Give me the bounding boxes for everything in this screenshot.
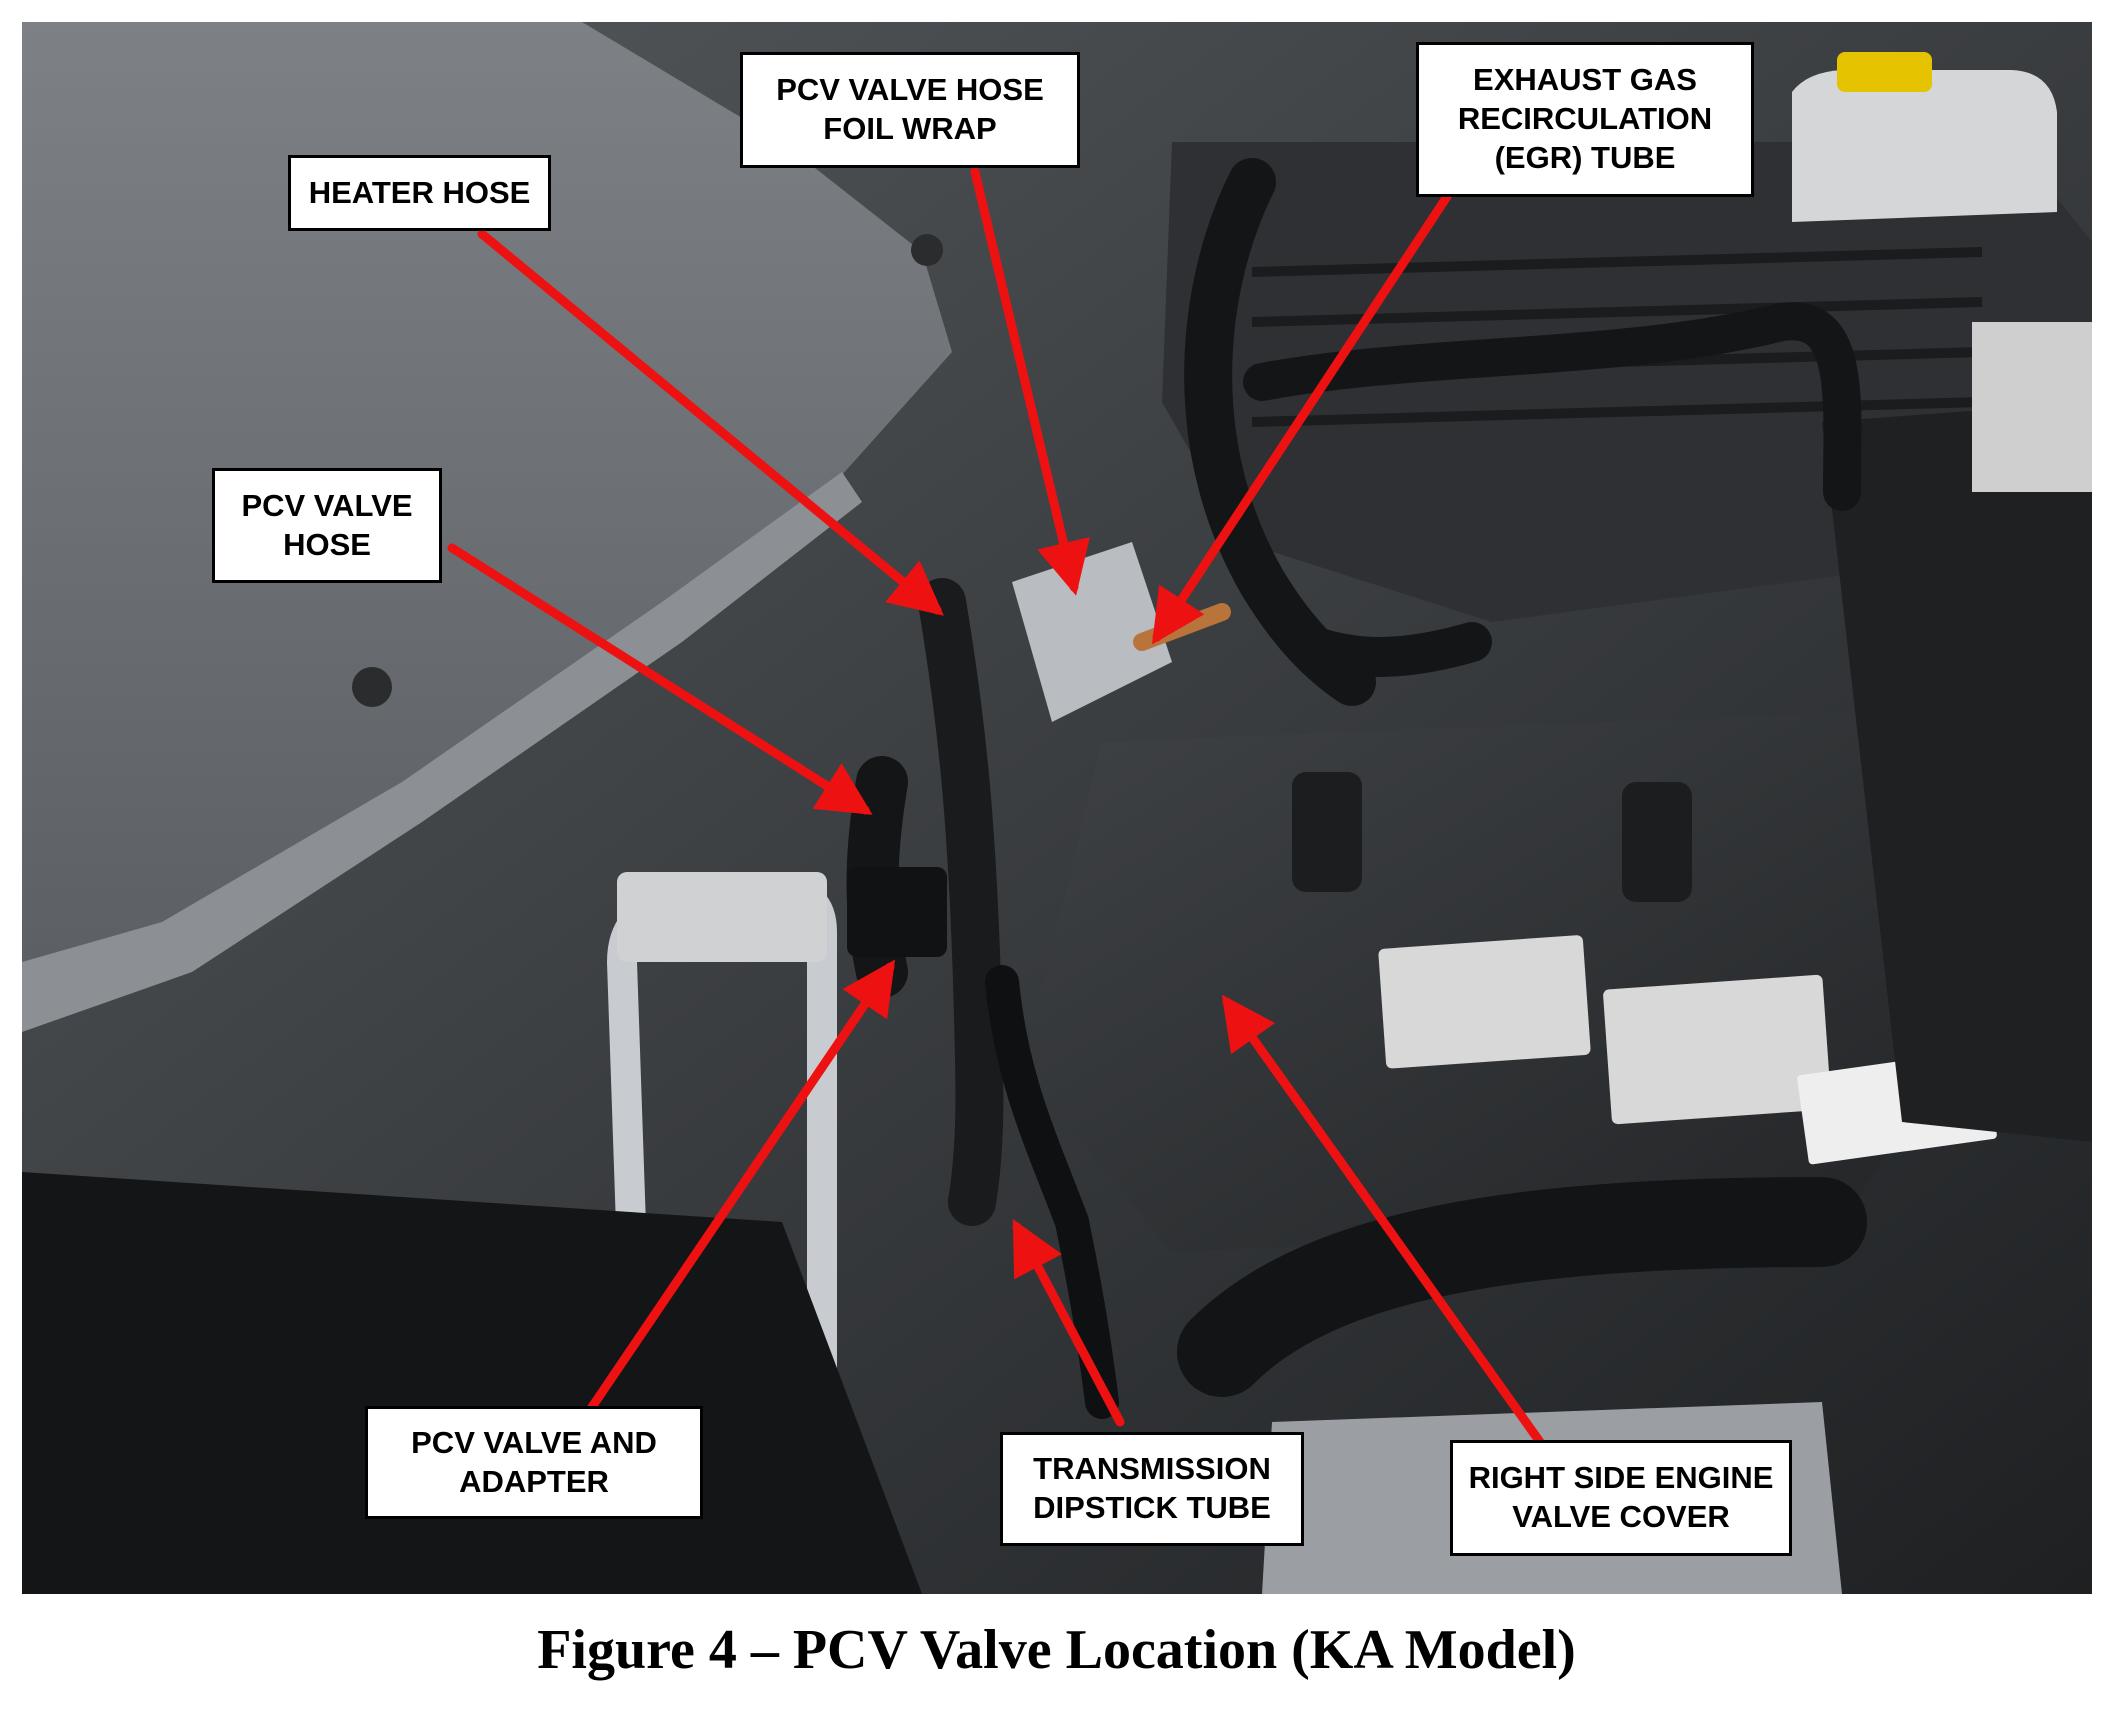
- arrow-pcv-valve-hose-foil-wrap: [970, 167, 1090, 596]
- label-heater-hose: HEATER HOSE: [288, 155, 551, 231]
- pcv-valve-adapter-shape: [847, 867, 947, 957]
- label-pcv-valve-hose-foil-wrap: PCV VALVE HOSE FOIL WRAP: [740, 52, 1080, 168]
- label-text: RIGHT SIDE ENGINE VALVE COVER: [1468, 1460, 1774, 1534]
- lower-shadow: [22, 1172, 922, 1594]
- label-pcv-valve-and-adapter: PCV VALVE AND ADAPTER: [365, 1406, 703, 1519]
- label-text: EXHAUST GAS RECIRCULATION (EGR) TUBE: [1457, 62, 1713, 175]
- valve-cover-label-sticker: [1603, 974, 1832, 1125]
- label-pcv-valve-hose: PCV VALVE HOSE: [212, 468, 442, 583]
- bolt: [911, 234, 943, 266]
- label-egr-tube: EXHAUST GAS RECIRCULATION (EGR) TUBE: [1416, 42, 1754, 197]
- valve-cover-label-sticker: [1378, 935, 1591, 1069]
- figure-caption: Figure 4 – PCV Valve Location (KA Model): [537, 1619, 1576, 1681]
- engine-bay-illustration: [22, 22, 2092, 1594]
- fender-cowl-panel: [22, 22, 952, 1022]
- arrow-pcv-valve-hose: [447, 543, 873, 815]
- arrow-heater-hose: [477, 229, 944, 616]
- label-transmission-dipstick-tube: TRANSMISSION DIPSTICK TUBE: [1000, 1432, 1304, 1546]
- throttle-body-bracket: [1972, 322, 2092, 492]
- bolt: [352, 667, 392, 707]
- arrow-egr-tube: [1152, 187, 1455, 645]
- label-right-side-engine-valve-cover: RIGHT SIDE ENGINE VALVE COVER: [1450, 1440, 1792, 1556]
- breather-hose: [1243, 302, 1862, 511]
- ignition-coil: [1292, 772, 1362, 892]
- label-text: TRANSMISSION DIPSTICK TUBE: [1033, 1451, 1271, 1525]
- heater-hose-shape: [918, 578, 1004, 1226]
- callout-arrows: [447, 167, 1545, 1447]
- arrow-valve-cover: [1221, 994, 1545, 1447]
- wiring-harness-conduit: [1177, 1177, 1867, 1397]
- air-box: [1822, 402, 2092, 1142]
- reservoir-cap: [1837, 52, 1932, 92]
- label-text: PCV VALVE HOSE: [241, 487, 413, 562]
- ac-line-bracket: [617, 872, 827, 962]
- engine-bay-photo: [22, 22, 2092, 1594]
- ignition-coil: [1622, 782, 1692, 902]
- hose-segment: [1282, 622, 1492, 677]
- label-text: HEATER HOSE: [308, 174, 531, 210]
- arrow-pcv-valve-and-adapter: [585, 959, 896, 1415]
- fender-edge: [22, 472, 862, 1032]
- coolant-reservoir: [1792, 70, 2057, 222]
- label-text: PCV VALVE HOSE FOIL WRAP: [776, 72, 1044, 146]
- transmission-dipstick-tube-shape: [985, 965, 1119, 1419]
- arrow-transmission-dipstick-tube: [1012, 1219, 1125, 1427]
- label-text: PCV VALVE AND ADAPTER: [411, 1424, 657, 1499]
